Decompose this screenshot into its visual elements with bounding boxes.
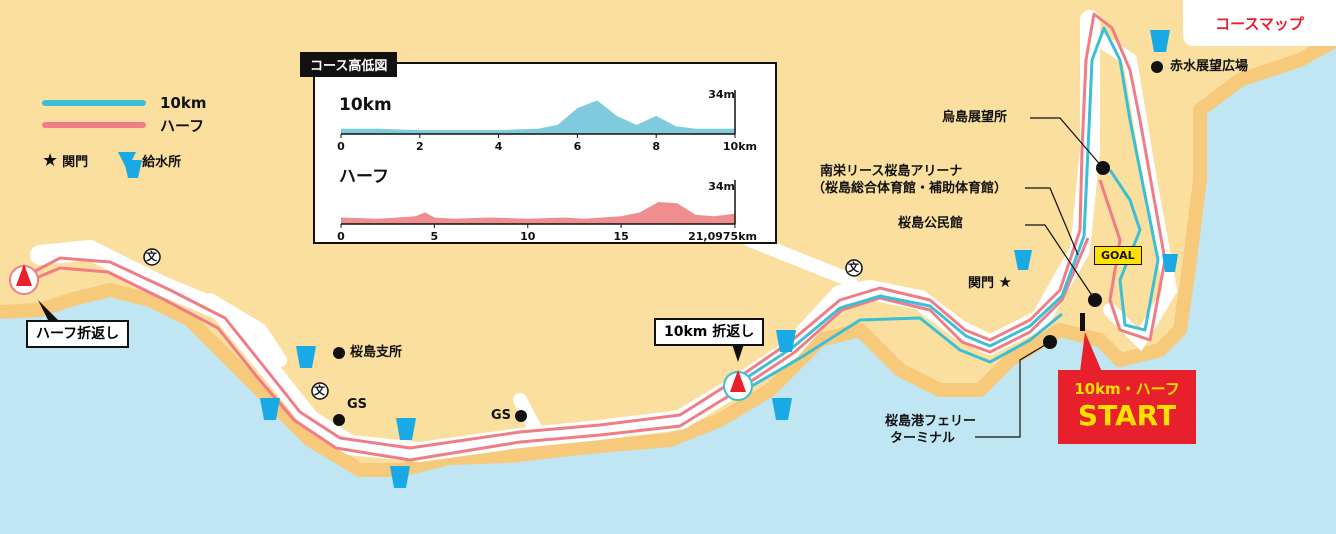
start-badge-line2: START xyxy=(1077,399,1177,432)
start-line-marker xyxy=(1080,313,1085,331)
elevation-tick-label: 15 xyxy=(613,230,628,242)
legend-symbols: ★ 関門 給水所 xyxy=(42,150,206,171)
legend-row-10km: 10km xyxy=(42,92,206,114)
legend-line-half xyxy=(42,122,146,128)
label-ferry-2: ターミナル xyxy=(890,431,956,446)
elevation-axis xyxy=(341,180,736,225)
label-gs-1: GS xyxy=(347,397,368,412)
water-station-icon xyxy=(296,346,316,368)
water-station-icon xyxy=(396,418,416,440)
elevation-charts: 10km 34m ハーフ 34m 0 2 4 6 8 10km 0 5 10 15 21,0975… xyxy=(337,88,757,243)
school-symbols xyxy=(143,248,863,400)
water-station-legend-icon xyxy=(118,151,137,170)
half-turn-callout-pointer xyxy=(38,300,58,320)
star-icon: ★ xyxy=(42,150,59,171)
goal-badge: GOAL xyxy=(1094,246,1142,265)
label-branch-office: 桜島支所 xyxy=(350,345,403,360)
beach xyxy=(0,33,1336,477)
half-turn-pin xyxy=(9,264,39,295)
school-icon: 文 xyxy=(314,384,325,397)
school-icon: 文 xyxy=(146,250,157,263)
legend: 10km ハーフ ★ 関門 給水所 xyxy=(42,92,206,171)
start-badge-line1: 10km・ハーフ xyxy=(1074,380,1180,398)
elevation-tick-label: 5 xyxy=(431,230,439,242)
elev-bottom-max: 34m xyxy=(708,180,735,193)
water-station-icon xyxy=(776,330,796,352)
water-station-icon xyxy=(1014,250,1032,270)
tenk-turn-callout-pointer xyxy=(732,344,744,362)
map-title-tab: コースマップ xyxy=(1183,0,1336,46)
water-station-icon xyxy=(390,466,410,488)
legend-label-checkpoint: 関門 xyxy=(62,155,89,170)
label-karasujima: 烏島展望所 xyxy=(942,110,1008,125)
legend-label-10km: 10km xyxy=(160,94,207,112)
start-pointer xyxy=(1080,332,1102,372)
legend-row-half: ハーフ xyxy=(42,114,206,136)
course-10km-lower xyxy=(744,312,1063,392)
elevation-tick-label: 6 xyxy=(574,140,582,153)
elev-bottom-chart: 0 5 10 15 21,0975km xyxy=(337,180,757,243)
water-station-icon xyxy=(1150,30,1170,52)
elevation-axis xyxy=(341,90,736,135)
label-kominkan: 桜島公民館 xyxy=(898,216,964,231)
tenk-turn-callout: 10km 折返し xyxy=(654,318,765,346)
elev-top-max: 34m xyxy=(708,88,735,101)
school-icon: 文 xyxy=(848,261,859,274)
label-sekimon-text: 関門 xyxy=(968,276,995,291)
elevation-tick-label: 21,0975km xyxy=(688,230,757,242)
elevation-area xyxy=(341,202,735,224)
leader-lines xyxy=(975,117,1104,438)
course-10km xyxy=(739,26,1160,384)
elevation-tick-label: 10km xyxy=(723,140,757,153)
water-station-icon xyxy=(260,398,280,420)
course-half xyxy=(21,12,1167,450)
water-stations xyxy=(124,30,1178,488)
star-icon: ★ xyxy=(998,273,1012,291)
elevation-tick-label: 10 xyxy=(520,230,536,242)
place-dot xyxy=(333,414,345,426)
legend-label-half: ハーフ xyxy=(160,116,205,135)
water-station-icon xyxy=(1162,254,1178,272)
elevation-tick-label: 0 xyxy=(337,140,345,153)
elevation-panel: 10km 34m ハーフ 34m 0 2 4 6 8 10km 0 5 10 15 21,0975… xyxy=(313,62,777,244)
elev-top-label: 10km xyxy=(339,95,392,115)
water-station-icon xyxy=(772,398,792,420)
legend-label-water: 給水所 xyxy=(142,155,182,170)
place-dot xyxy=(515,410,527,422)
label-arena-1: 南栄リース桜島アリーナ xyxy=(820,164,963,179)
label-gs-2: GS xyxy=(491,408,512,423)
elev-bottom-label: ハーフ xyxy=(339,167,389,187)
label-ferry-1: 桜島港フェリー xyxy=(885,414,977,429)
elevation-area xyxy=(341,100,735,134)
label-arena-2: （桜島総合体育館・補助体育館） xyxy=(812,181,1008,196)
elevation-tick-label: 4 xyxy=(495,140,503,153)
start-badge: 10km・ハーフ START xyxy=(1058,370,1196,444)
elevation-tick-label: 8 xyxy=(652,140,660,153)
map-title: コースマップ xyxy=(1215,14,1304,33)
place-dot xyxy=(333,347,345,359)
elevation-tick-label: 2 xyxy=(416,140,424,153)
elevation-tick-label: 0 xyxy=(337,230,345,242)
elev-top-chart: 0 2 4 6 8 10km xyxy=(337,90,757,153)
elevation-title: コース高低図 xyxy=(300,52,398,77)
course-half-return xyxy=(21,237,1090,462)
place-dot xyxy=(1151,61,1163,73)
legend-line-10km xyxy=(42,100,146,106)
label-sekimon: 関門 ★ xyxy=(968,274,1012,292)
half-turn-callout: ハーフ折返し xyxy=(26,320,130,348)
tenk-turn-pin xyxy=(723,370,753,401)
label-akamizu: 赤水展望広場 xyxy=(1170,59,1249,74)
